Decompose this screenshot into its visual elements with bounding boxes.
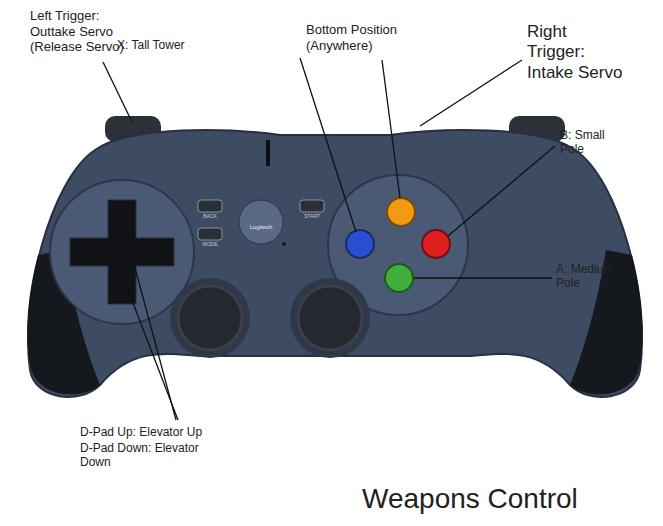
dpad-ring [50, 180, 194, 324]
callout-label: X: Tall Tower [117, 38, 227, 52]
dpad-cross [70, 200, 174, 304]
a-button [385, 264, 413, 292]
start-button [300, 200, 324, 212]
x-button [346, 230, 374, 258]
brand-logo: Logitech [241, 224, 281, 231]
left-stick-rim [170, 278, 250, 358]
callout-label: A: Medium Pole [556, 262, 620, 291]
right-stick-rim [290, 278, 370, 358]
mode-button [198, 228, 222, 240]
leader-line [448, 146, 555, 236]
button-label: MODE [196, 241, 224, 247]
button-label: START [298, 213, 326, 219]
callout-label: Right Trigger: Intake Servo [527, 22, 627, 83]
leader-line [128, 290, 178, 420]
leader-line [103, 62, 132, 122]
leader-line [414, 277, 552, 278]
callout-label: D-Pad Down: Elevator Down [80, 441, 206, 470]
controller-body [28, 130, 642, 397]
back-button [198, 200, 222, 212]
leader-line [420, 60, 522, 126]
callout-label: B: Small Pole [560, 128, 612, 157]
left-stick [178, 286, 242, 350]
mode-led [282, 242, 286, 246]
callout-label: D-Pad Up: Elevator Up [80, 425, 280, 439]
diagram-title: Weapons Control [362, 482, 652, 516]
leader-line [300, 58, 356, 232]
leader-line [120, 212, 176, 420]
cable [266, 140, 270, 166]
logo-disc [239, 200, 283, 244]
callout-label: Bottom Position (Anywhere) [306, 22, 418, 53]
b-button [422, 230, 450, 258]
button-label: BACK [196, 213, 224, 219]
right-stick [298, 286, 362, 350]
leader-line [382, 60, 400, 198]
y-button [387, 198, 415, 226]
